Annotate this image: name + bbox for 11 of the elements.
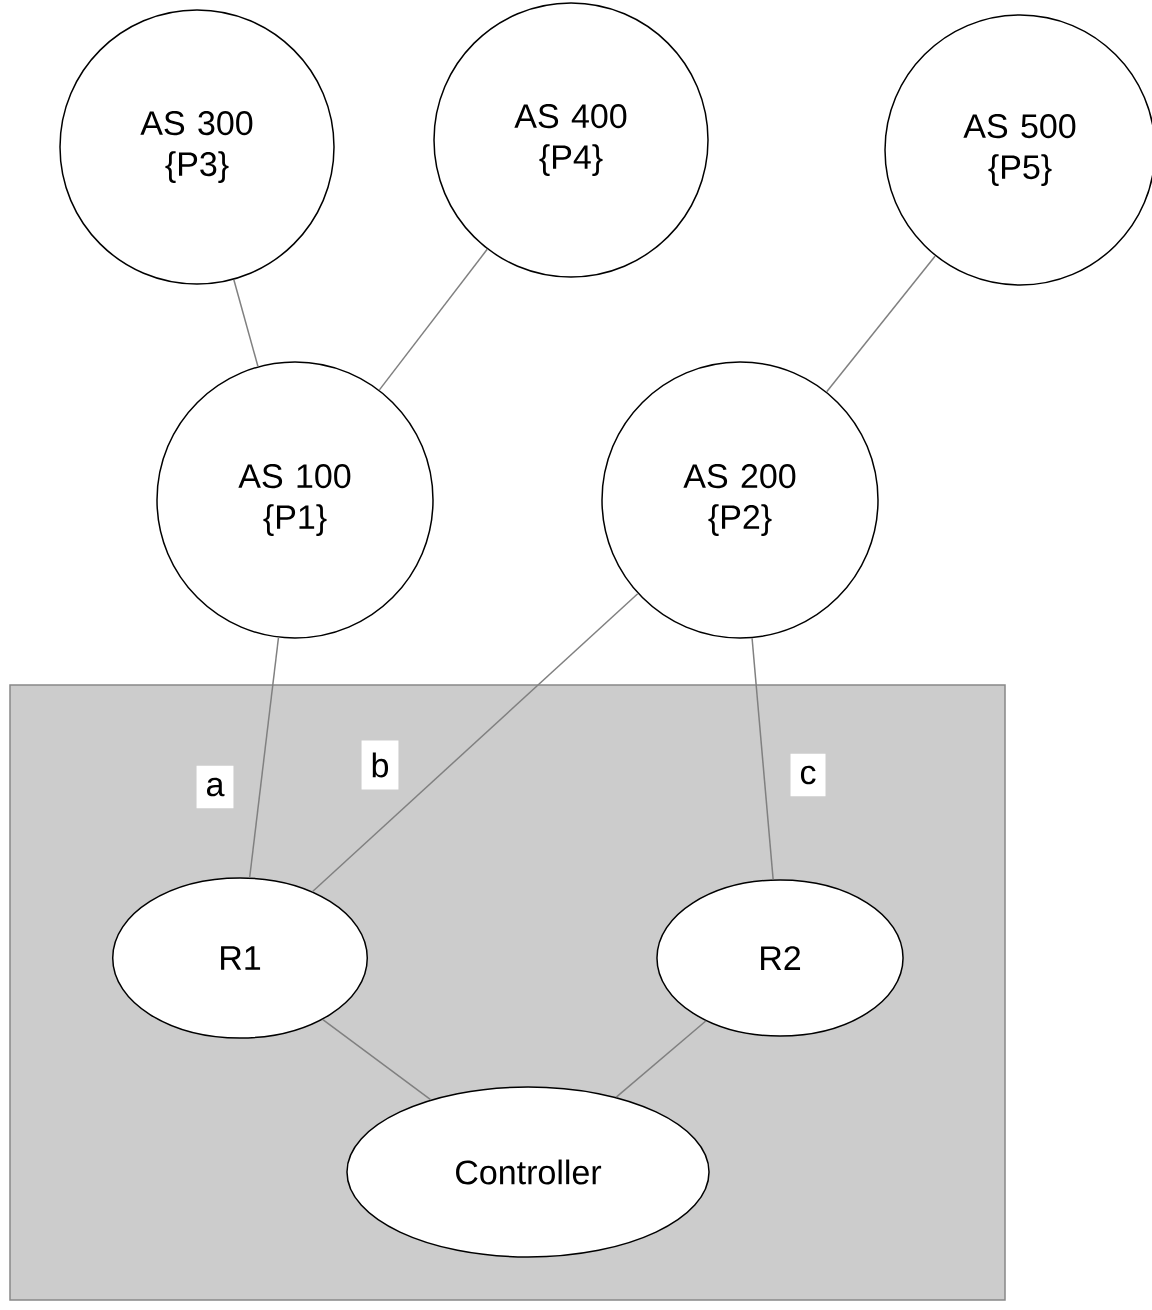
connector-line (378, 248, 488, 391)
edge-label: a (196, 765, 234, 809)
connector-line (751, 637, 774, 881)
connector-line (825, 255, 936, 393)
connector-line (233, 279, 259, 368)
connector-line (322, 1018, 432, 1101)
connector-line (311, 592, 639, 893)
connector-line (248, 637, 280, 879)
edge-label: b (361, 740, 399, 790)
connector-line (615, 1020, 707, 1098)
edge-label: c (790, 753, 826, 797)
